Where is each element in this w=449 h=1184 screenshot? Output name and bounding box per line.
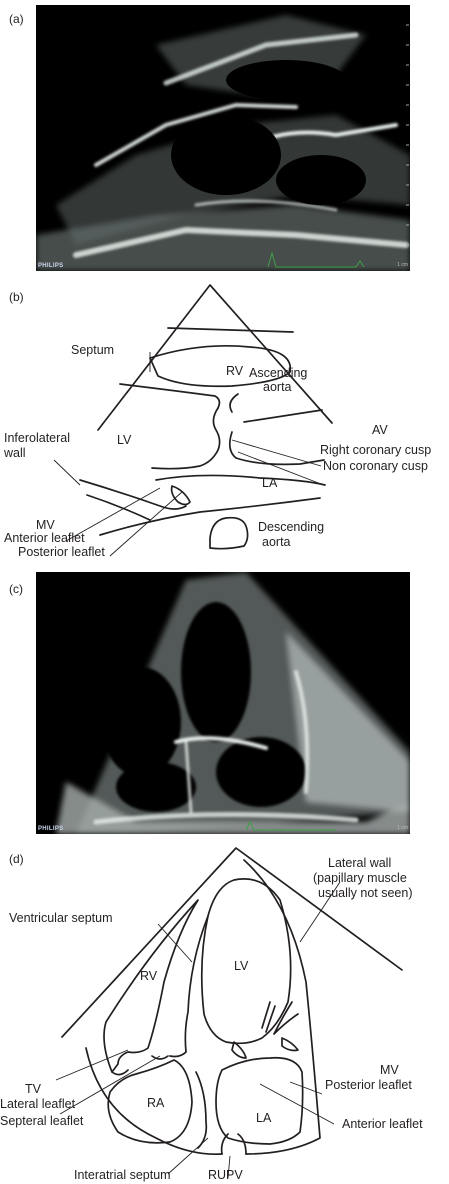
aorta-outline [152, 408, 220, 469]
descending-aorta-outline [210, 518, 248, 549]
lv-label: LV [117, 433, 132, 447]
plax-diagram: Septum RV Ascending aorta Inferolateral … [0, 280, 449, 565]
mv-posterior-leaflet-label: Posterior leaflet [18, 545, 105, 559]
inferolateral-wall-label: Inferolateral [4, 431, 70, 445]
la-outline [156, 475, 325, 485]
la-label: LA [256, 1111, 272, 1125]
la-outline [216, 1058, 303, 1144]
scale-label: 1 cm [397, 262, 408, 268]
mv-posterior-leaflet-label: Posterior leaflet [325, 1078, 412, 1092]
lv-label: LV [234, 959, 249, 973]
panel-a-label: (a) [9, 12, 24, 26]
a4c-diagram: Lateral wall (papillary muscle usually n… [0, 842, 449, 1184]
rupv-label: RUPV [208, 1168, 243, 1182]
interatrial-septum-label: Interatrial septum [74, 1168, 171, 1182]
non-coronary-cusp-label: Non coronary cusp [323, 459, 428, 473]
scale-label: 1 cm [397, 825, 408, 831]
av-label: AV [372, 423, 388, 437]
tv-label: TV [25, 1082, 42, 1096]
ventricular-septum-label: Ventricular septum [9, 911, 113, 925]
la-label: LA [262, 476, 278, 490]
lateral-wall-label-2: (papillary muscle [313, 871, 407, 885]
rv-label: RV [226, 364, 244, 378]
right-coronary-cusp-label: Right coronary cusp [320, 443, 431, 457]
tv-lateral-leaflet-label: Lateral leaflet [0, 1097, 76, 1111]
panel-c-label: (c) [9, 582, 23, 596]
mv-label: MV [36, 518, 55, 532]
descending-aorta-label-2: aorta [262, 535, 291, 549]
plax-echo-image: PHILIPS 1 cm [36, 5, 410, 271]
tv-lateral-leaflet [112, 1070, 128, 1075]
tv-septeral-leaflet-label: Septeral leaflet [0, 1114, 84, 1128]
lateral-wall-label-3: usually not seen) [318, 886, 413, 900]
anterior-leaflet-label: Anterior leaflet [342, 1117, 423, 1131]
ra-label: RA [147, 1096, 165, 1110]
ascending-aorta-label: Ascending [249, 366, 307, 380]
septum-label: Septum [71, 343, 114, 357]
mv-anterior-leaflet [232, 1042, 246, 1058]
descending-aorta-label: Descending [258, 520, 324, 534]
inferolateral-wall-label-2: wall [3, 446, 26, 460]
mv-label: MV [380, 1063, 399, 1077]
philips-logo: PHILIPS [38, 826, 63, 832]
ascending-aorta-label-2: aorta [263, 380, 292, 394]
rv-outline [104, 900, 198, 1072]
mv-posterior-leaflet [282, 1038, 298, 1051]
rv-label: RV [140, 969, 158, 983]
lateral-wall-label: Lateral wall [328, 856, 391, 870]
mv-anterior-leaflet-label: Anterior leaflet [4, 531, 85, 545]
septum-outline [120, 384, 219, 408]
sector-outline [98, 285, 332, 430]
mv-posterior-leaflet [172, 486, 190, 505]
philips-logo: PHILIPS [38, 263, 63, 269]
a4c-echo-image: PHILIPS 1 cm [36, 572, 410, 834]
